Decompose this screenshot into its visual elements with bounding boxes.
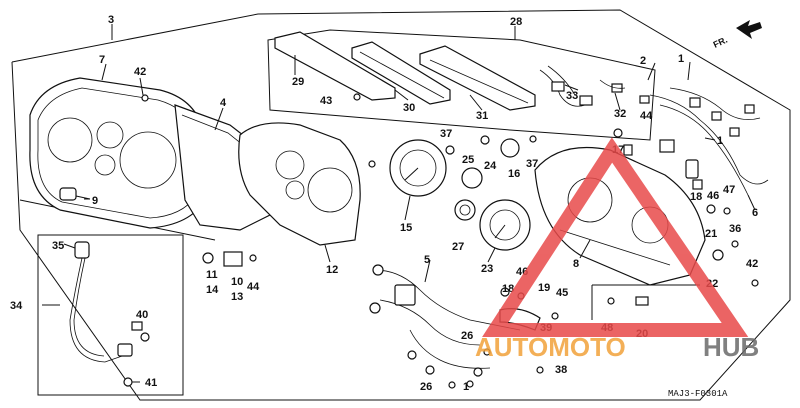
label-35: 35 <box>52 240 64 252</box>
label-44-b: 44 <box>247 281 260 293</box>
label-14: 14 <box>206 284 219 296</box>
fr-label: FR. <box>712 35 729 50</box>
strip-30 <box>351 41 451 105</box>
label-24: 24 <box>484 160 497 172</box>
group-34-box <box>37 234 184 396</box>
strip-31 <box>419 45 536 111</box>
label-42: 42 <box>134 66 146 78</box>
label-7: 7 <box>99 54 105 66</box>
leader-lines <box>42 24 756 383</box>
meter-body-8 <box>534 147 706 286</box>
label-6: 6 <box>752 207 758 219</box>
label-1-c: 1 <box>463 381 469 393</box>
label-12: 12 <box>326 264 338 276</box>
label-21: 21 <box>705 228 717 240</box>
label-18: 18 <box>690 191 702 203</box>
group-28-outline <box>267 29 656 141</box>
watermark-text-a: AUTOMOTO <box>475 332 626 362</box>
assembly-outline <box>11 9 791 401</box>
label-8: 8 <box>573 258 579 270</box>
socket-bulb-9 <box>59 187 91 201</box>
front-direction-arrow: FR. <box>712 20 762 50</box>
label-26: 26 <box>461 330 473 342</box>
label-37: 37 <box>440 128 452 140</box>
label-36: 36 <box>729 223 741 235</box>
gauge-unit-16 <box>500 138 520 158</box>
label-34: 34 <box>10 300 23 312</box>
label-23: 23 <box>481 263 493 275</box>
speedometer-cable <box>69 241 143 387</box>
label-3: 3 <box>108 14 114 26</box>
socket-32 <box>599 79 650 104</box>
gauge-23 <box>479 199 531 251</box>
label-47: 47 <box>723 184 735 196</box>
label-18-b: 18 <box>502 283 514 295</box>
label-1-b: 1 <box>717 135 723 147</box>
harness-33 <box>539 65 593 107</box>
label-28: 28 <box>510 16 522 28</box>
label-42-b: 42 <box>746 258 758 270</box>
label-40: 40 <box>136 309 148 321</box>
meter-panel <box>238 122 361 246</box>
label-27: 27 <box>452 241 464 253</box>
label-10: 10 <box>231 276 243 288</box>
label-9: 9 <box>92 195 98 207</box>
watermark-text-b: HUB <box>703 332 759 362</box>
washer-25 <box>480 135 490 145</box>
label-41: 41 <box>145 377 157 389</box>
label-31: 31 <box>476 110 488 122</box>
label-5: 5 <box>424 254 430 266</box>
label-29: 29 <box>292 76 304 88</box>
label-33: 33 <box>566 90 578 102</box>
label-30: 30 <box>403 102 415 114</box>
label-19: 19 <box>538 282 550 294</box>
label-1: 1 <box>678 53 684 65</box>
gauge-unit-24 <box>461 167 483 189</box>
label-45: 45 <box>556 287 568 299</box>
label-26-b: 26 <box>420 381 432 393</box>
main-harness-6 <box>649 87 769 196</box>
label-11: 11 <box>206 269 218 281</box>
gauge-15 <box>389 139 447 197</box>
label-4: 4 <box>220 97 227 109</box>
label-37-b: 37 <box>526 158 538 170</box>
strip-29 <box>274 31 396 101</box>
diagram-code: MAJ3-F0301A <box>668 389 728 399</box>
label-16: 16 <box>508 168 520 180</box>
label-25: 25 <box>462 154 474 166</box>
gauge-unit-27 <box>454 199 476 221</box>
label-2: 2 <box>640 55 646 67</box>
label-32: 32 <box>614 108 626 120</box>
watermark-triangle <box>482 137 749 337</box>
meter-cover <box>29 77 206 229</box>
label-46: 46 <box>707 190 719 202</box>
label-15: 15 <box>400 222 412 234</box>
sub-harness-5 <box>369 264 521 377</box>
label-44: 44 <box>640 110 653 122</box>
label-43: 43 <box>320 95 332 107</box>
label-38: 38 <box>555 364 567 376</box>
label-13: 13 <box>231 291 243 303</box>
watermark: AUTOMOTO HUB <box>475 137 759 362</box>
